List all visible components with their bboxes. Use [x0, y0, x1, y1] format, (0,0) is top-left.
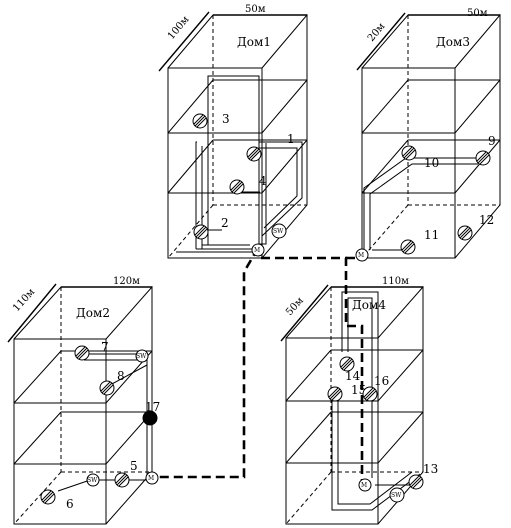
hub-label: M: [361, 482, 367, 489]
hub-label: M: [148, 475, 154, 482]
workstation-16: 16: [362, 374, 389, 402]
building-1-name: Дом1: [237, 35, 271, 49]
building-1-width-label: 50м: [245, 4, 266, 15]
workstation-17: 17: [142, 400, 160, 426]
workstation-16-label: 16: [374, 374, 389, 388]
workstation-14: 14: [339, 356, 361, 383]
switch-building-2-lower: SW: [86, 473, 100, 487]
building-3-width-label: 50м: [467, 8, 488, 19]
switch-label: SW: [273, 228, 284, 235]
switch-label: SW: [391, 492, 402, 499]
workstation-15: 15: [327, 383, 366, 402]
building-4-name: Дом4: [352, 298, 386, 312]
workstation-5: 5: [114, 459, 138, 488]
workstation-11: 11: [400, 228, 439, 255]
hub-building-1: M: [251, 243, 265, 257]
workstation-8: 8: [99, 369, 125, 396]
workstation-7-label: 7: [101, 340, 109, 354]
building-4: 50м 110м Дом4: [280, 276, 425, 525]
building-3-name: Дом3: [436, 35, 470, 49]
workstation-4-label: 4: [259, 174, 267, 188]
building-3-depth-label: 20м: [366, 21, 388, 44]
workstation-13-label: 13: [423, 462, 438, 476]
workstation-11-label: 11: [424, 228, 439, 242]
workstation-17-label: 17: [145, 400, 160, 414]
workstation-14-label: 14: [345, 369, 361, 383]
hub-label: M: [254, 247, 260, 254]
workstation-13: 13: [408, 462, 438, 490]
workstation-4: 4: [229, 174, 267, 195]
workstation-1: 1: [246, 132, 295, 162]
workstations: 1 2 3 4 5 6 7: [40, 112, 496, 511]
workstation-2: 2: [193, 216, 229, 240]
hub-label: M: [358, 252, 364, 259]
workstation-6: 6: [40, 489, 74, 511]
hub-building-3: M: [355, 248, 369, 262]
workstation-9-label: 9: [488, 134, 496, 148]
hub-building-2: M: [145, 471, 159, 485]
building-2-depth-label: 110м: [11, 287, 37, 314]
workstation-9: 9: [475, 134, 496, 166]
switch-building-1: SW: [271, 223, 287, 239]
workstation-3: 3: [192, 112, 230, 129]
building-2-width-label: 120м: [113, 276, 140, 287]
workstation-15-label: 15: [351, 383, 366, 397]
building-4-width-label: 110м: [382, 276, 409, 287]
workstation-3-label: 3: [222, 112, 230, 126]
backbone-cable: [153, 247, 364, 480]
workstation-12-label: 12: [479, 213, 494, 227]
building-2-name: Дом2: [76, 306, 110, 320]
building-2: 110м 120м Дом2: [7, 276, 154, 525]
workstation-8-label: 8: [117, 369, 125, 383]
switch-building-2-upper: SW: [135, 349, 149, 363]
workstation-10-label: 10: [424, 156, 439, 170]
workstation-2-label: 2: [221, 216, 229, 230]
workstation-7: 7: [74, 340, 109, 361]
workstation-10: 10: [401, 145, 439, 170]
switch-label: SW: [136, 353, 147, 360]
building-3: 20м 50м Дом3: [356, 8, 502, 259]
workstation-12: 12: [457, 213, 494, 241]
workstation-6-label: 6: [66, 497, 74, 511]
switch-label: SW: [87, 477, 98, 484]
workstation-5-label: 5: [130, 459, 138, 473]
hub-building-4: M: [358, 478, 372, 492]
workstation-1-label: 1: [287, 132, 295, 146]
switch-building-4: SW: [389, 487, 405, 503]
building-1: 100м 50м Дом1: [158, 4, 309, 259]
